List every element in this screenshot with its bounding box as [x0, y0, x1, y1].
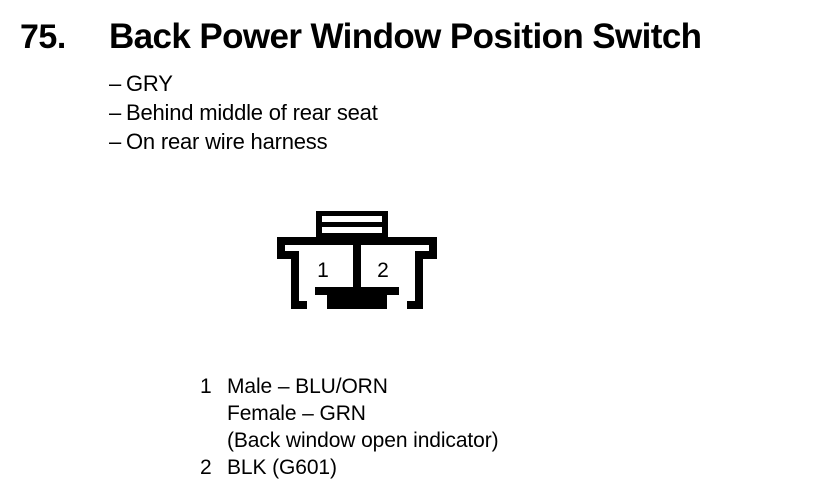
- pin-number-2: 2: [377, 259, 389, 282]
- legend-pin-number: 2: [200, 456, 212, 479]
- note-text: Behind middle of rear seat: [126, 100, 378, 125]
- list-item: – On rear wire harness: [109, 127, 669, 156]
- pin-number-1: 1: [317, 259, 329, 282]
- item-number: 75.: [20, 18, 66, 56]
- note-text: On rear wire harness: [126, 129, 328, 154]
- legend-line: Male – BLU/ORN: [227, 375, 388, 398]
- pin-legend: 1 Male – BLU/ORN Female – GRN (Back wind…: [200, 373, 620, 481]
- list-item: – GRY: [109, 69, 669, 98]
- legend-entry-pin-1: 1 Male – BLU/ORN Female – GRN (Back wind…: [200, 373, 620, 454]
- pin-divider: [353, 239, 361, 289]
- legend-line: Female – GRN: [227, 402, 366, 425]
- dash-bullet-icon: –: [109, 100, 122, 125]
- connector-latch-tab: [316, 211, 388, 239]
- dash-bullet-icon: –: [109, 129, 122, 154]
- legend-entry-pin-2: 2 BLK (G601): [200, 454, 620, 481]
- page-header: 75. Back Power Window Position Switch: [0, 0, 816, 62]
- connector-diagram: 1 2: [271, 205, 443, 329]
- page-title: Back Power Window Position Switch: [109, 17, 702, 56]
- connector-body: [277, 237, 437, 309]
- dash-bullet-icon: –: [109, 71, 122, 96]
- list-item: – Behind middle of rear seat: [109, 98, 669, 127]
- connector-illustration: 1 2: [277, 211, 437, 309]
- legend-line: (Back window open indicator): [227, 429, 499, 452]
- legend-pin-number: 1: [200, 375, 212, 398]
- legend-pin-descriptions: BLK (G601): [227, 454, 620, 481]
- notes-list: – GRY – Behind middle of rear seat – On …: [109, 69, 669, 156]
- legend-line: BLK (G601): [227, 456, 337, 479]
- legend-pin-descriptions: Male – BLU/ORN Female – GRN (Back window…: [227, 373, 620, 454]
- note-text: GRY: [126, 71, 173, 96]
